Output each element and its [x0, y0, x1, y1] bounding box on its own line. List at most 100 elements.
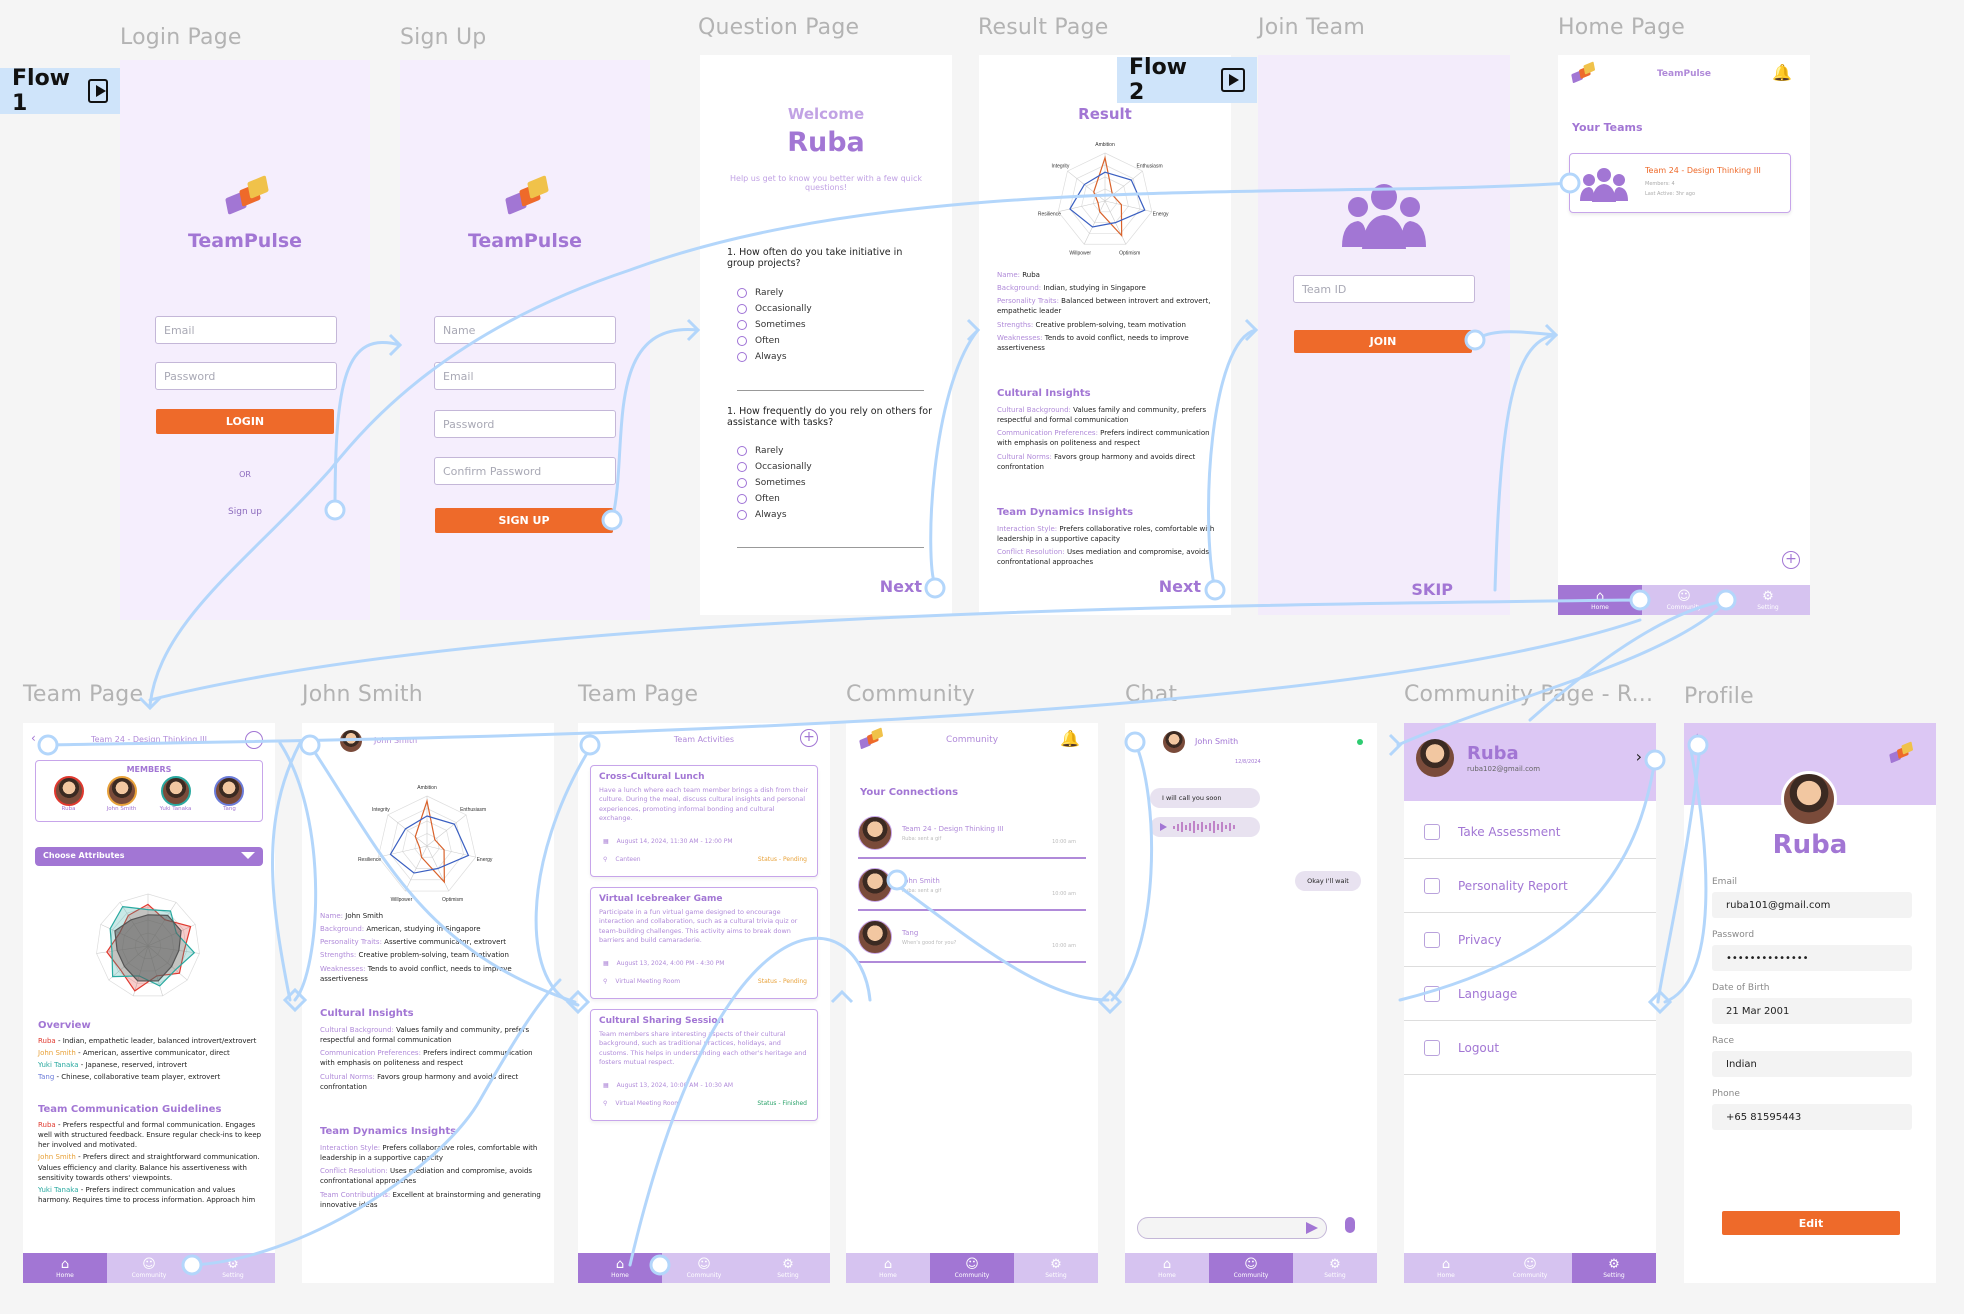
profile-field-value[interactable]: +65 81595443	[1712, 1104, 1912, 1130]
profile-header[interactable]: Ruba ruba102@gmail.com ›	[1404, 723, 1656, 801]
member-item[interactable]: Yuki Tanaka	[160, 776, 191, 812]
signup-link[interactable]: Sign up	[228, 507, 262, 517]
radio-option[interactable]: Always	[737, 510, 812, 520]
email-field[interactable]: Email	[434, 362, 616, 390]
profile-field-value[interactable]: ••••••••••••••	[1712, 945, 1912, 971]
radio-option[interactable]: Often	[737, 336, 812, 346]
nav-community[interactable]: ☺Community	[1642, 585, 1726, 615]
radio-icon[interactable]	[737, 320, 747, 330]
radio-option[interactable]: Rarely	[737, 446, 812, 456]
flow-2-tag[interactable]: Flow 2	[1117, 55, 1257, 105]
profile-avatar[interactable]	[1781, 771, 1837, 827]
settings-item[interactable]: Logout	[1404, 1021, 1656, 1075]
profile-field-value[interactable]: Indian	[1712, 1051, 1912, 1077]
radio-icon[interactable]	[737, 478, 747, 488]
email-field[interactable]: Email	[155, 316, 337, 344]
choose-attributes-dropdown[interactable]: Choose Attributes	[35, 847, 263, 866]
question-subtitle: Help us get to know you better with a fe…	[730, 174, 922, 192]
radio-option[interactable]: Always	[737, 352, 812, 362]
password-field[interactable]: Password	[155, 362, 337, 390]
back-icon[interactable]: ‹	[1694, 729, 1699, 743]
info-line: Strengths: Creative problem-solving, tea…	[320, 950, 542, 960]
settings-item[interactable]: Privacy	[1404, 913, 1656, 967]
radio-icon[interactable]	[737, 510, 747, 520]
radio-icon[interactable]	[737, 494, 747, 504]
flow-1-tag[interactable]: Flow 1	[0, 66, 120, 116]
next-button[interactable]: Next	[879, 577, 922, 596]
calendar-icon: ▦	[603, 838, 609, 845]
join-button[interactable]: JOIN	[1294, 330, 1472, 353]
add-activity-icon[interactable]: +	[800, 729, 818, 747]
group-icon[interactable]	[245, 731, 263, 749]
nav-home[interactable]: ⌂Home	[578, 1253, 662, 1283]
radio-icon[interactable]	[737, 462, 747, 472]
add-team-icon[interactable]: +	[1782, 551, 1800, 569]
signup-button[interactable]: SIGN UP	[435, 508, 613, 533]
activity-desc: Have a lunch where each team member brin…	[599, 786, 809, 823]
nav-community[interactable]: ☺Community	[662, 1253, 746, 1283]
profile-field-value[interactable]: ruba101@gmail.com	[1712, 892, 1912, 918]
team-card[interactable]: Team 24 - Design Thinking III Members: 4…	[1569, 153, 1791, 213]
message-input[interactable]	[1137, 1217, 1327, 1239]
radio-icon[interactable]	[737, 446, 747, 456]
send-icon[interactable]	[1306, 1222, 1318, 1234]
mic-icon[interactable]	[1345, 1217, 1355, 1233]
nav-home[interactable]: ⌂Home	[1125, 1253, 1209, 1283]
radio-option[interactable]: Sometimes	[737, 478, 812, 488]
login-button[interactable]: LOGIN	[156, 409, 334, 434]
result-radar-chart: AmbitionEnthusiasmEnergyOptimismWillpowe…	[1038, 142, 1169, 256]
play-icon[interactable]	[1160, 823, 1167, 831]
info-value: Creative problem-solving, team motivatio…	[1035, 320, 1186, 329]
radio-option[interactable]: Rarely	[737, 288, 812, 298]
member-item[interactable]: John Smith	[106, 776, 137, 812]
nav-home[interactable]: ⌂Home	[23, 1253, 107, 1283]
member-item[interactable]: Ruba	[53, 776, 84, 812]
nav-setting[interactable]: ⚙Setting	[746, 1253, 830, 1283]
radio-option[interactable]: Often	[737, 494, 812, 504]
settings-item[interactable]: Take Assessment	[1404, 805, 1656, 859]
radio-option[interactable]: Occasionally	[737, 304, 812, 314]
team-id-field[interactable]: Team ID	[1293, 275, 1475, 303]
nav-setting[interactable]: ⚙Setting	[1726, 585, 1810, 615]
nav-home[interactable]: ⌂Home	[1558, 585, 1642, 615]
bell-icon[interactable]: 🔔	[1772, 63, 1792, 82]
nav-setting[interactable]: ⚙Setting	[191, 1253, 275, 1283]
radio-option[interactable]: Occasionally	[737, 462, 812, 472]
nav-community-label: Community	[1666, 603, 1702, 611]
nav-community[interactable]: ☺Community	[930, 1253, 1014, 1283]
profile-field-value[interactable]: 21 Mar 2001	[1712, 998, 1912, 1024]
member-item[interactable]: Tang	[214, 776, 245, 812]
name-field[interactable]: Name	[434, 316, 616, 344]
nav-community[interactable]: ☺Community	[107, 1253, 191, 1283]
nav-setting[interactable]: ⚙Setting	[1572, 1253, 1656, 1283]
settings-item[interactable]: Language	[1404, 967, 1656, 1021]
nav-home[interactable]: ⌂Home	[846, 1253, 930, 1283]
nav-community[interactable]: ☺Community	[1488, 1253, 1572, 1283]
password-field[interactable]: Password	[434, 410, 616, 438]
nav-setting[interactable]: ⚙Setting	[1014, 1253, 1098, 1283]
bell-icon[interactable]: 🔔	[1060, 729, 1080, 748]
radio-icon[interactable]	[737, 304, 747, 314]
edit-button[interactable]: Edit	[1722, 1211, 1900, 1235]
radio-icon[interactable]	[737, 352, 747, 362]
skip-button[interactable]: SKIP	[1411, 580, 1453, 599]
confirm-password-field[interactable]: Confirm Password	[434, 457, 616, 485]
radio-icon[interactable]	[737, 288, 747, 298]
next-button[interactable]: Next	[1158, 577, 1201, 596]
back-icon[interactable]: ‹	[31, 731, 36, 745]
nav-home[interactable]: ⌂Home	[1404, 1253, 1488, 1283]
settings-user-name: Ruba	[1467, 743, 1519, 764]
settings-item[interactable]: Personality Report	[1404, 859, 1656, 913]
radio-icon[interactable]	[737, 336, 747, 346]
nav-setting[interactable]: ⚙Setting	[1293, 1253, 1377, 1283]
member-note-text: - American, assertive communicator, dire…	[75, 1049, 230, 1058]
radio-option[interactable]: Sometimes	[737, 320, 812, 330]
voice-message[interactable]	[1150, 817, 1260, 837]
nav-community[interactable]: ☺Community	[1209, 1253, 1293, 1283]
